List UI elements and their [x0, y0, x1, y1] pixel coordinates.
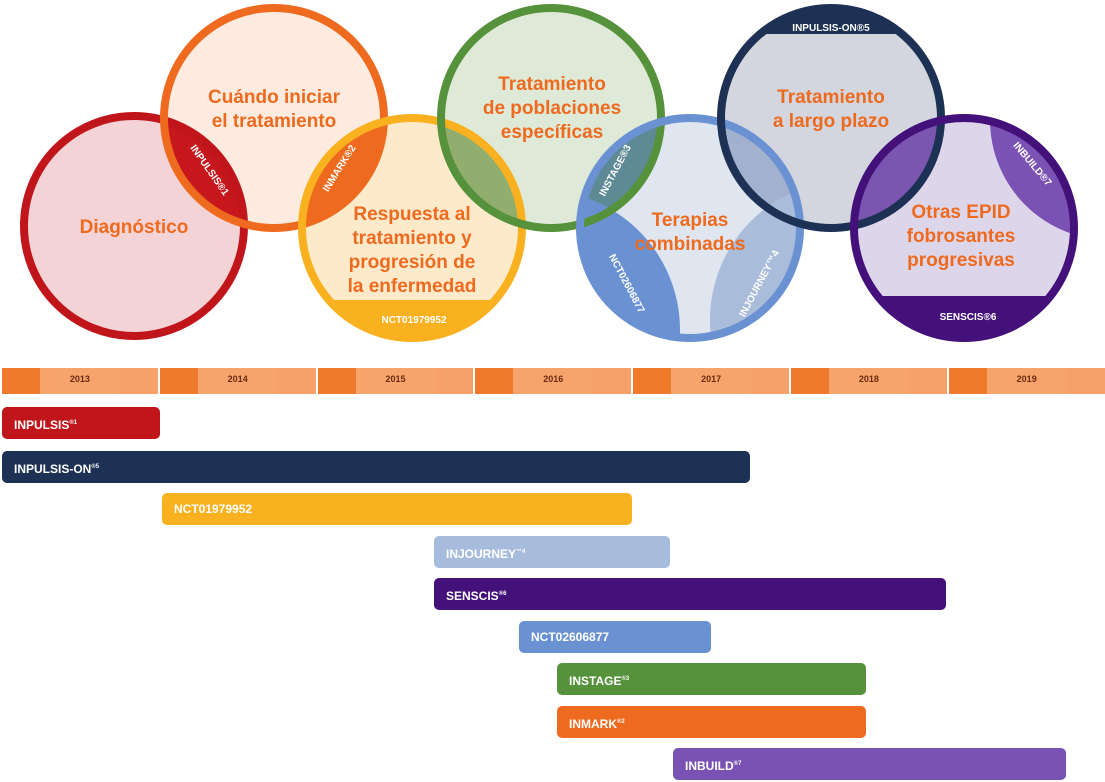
lens-inpulsis	[166, 116, 244, 226]
timeline-year-2018: 2018	[791, 368, 947, 394]
trial-bar-label: INPULSIS	[14, 418, 70, 432]
trial-bar-superscript: ™4	[516, 549, 526, 555]
circle-terapias-title-line: combinadas	[635, 234, 746, 255]
trial-bar-superscript: ®2	[617, 719, 625, 725]
cap-injourney	[710, 180, 798, 336]
circle-respuesta-title-line: progresión de	[349, 252, 476, 273]
timeline-year-2015: 2015	[317, 368, 474, 394]
timeline-segment	[751, 368, 789, 394]
circle-otras-title-line: fobrosantes	[907, 226, 1016, 247]
trial-bar-label: SENSCIS	[446, 589, 499, 603]
timeline-year-label: 2018	[858, 374, 879, 384]
circle-otras-title-line: Otras EPID	[911, 202, 1010, 223]
trial-bar-label: NCT02606877	[531, 630, 610, 644]
timeline-segment	[475, 368, 514, 394]
trial-bar-nct01979952: NCT01979952	[162, 493, 632, 525]
trial-bar-label: INPULSIS-ON	[14, 462, 92, 476]
trial-bar-label: INMARK	[569, 717, 617, 731]
timeline-segment	[829, 368, 909, 394]
trial-bar-inpulsis: INPULSIS®1	[2, 407, 160, 439]
circle-respuesta-title-line: la enfermedad	[348, 276, 477, 297]
circle-poblaciones-title-line: Tratamiento	[498, 74, 606, 95]
trial-bar-superscript: ®5	[91, 464, 100, 470]
lens-respuesta-poblaciones	[443, 118, 522, 226]
trial-bar-nct02606877: NCT02606877	[519, 621, 711, 653]
timeline-segment	[909, 368, 947, 394]
label-senscis: SENSCIS®6	[940, 312, 997, 323]
timeline-segment	[159, 368, 198, 394]
circle-largo-title-line: Tratamiento	[777, 87, 885, 108]
circle-respuesta-title-line: Respuesta al	[353, 204, 470, 225]
timeline-segment	[355, 368, 436, 394]
timeline-year-2019: 2019	[948, 368, 1105, 394]
timeline-segment	[948, 368, 987, 394]
timeline-segment	[40, 368, 120, 394]
timeline-segment	[633, 368, 672, 394]
circle-cuando-title-line: Cuándo iniciar	[208, 87, 341, 108]
timeline-year-label: 2017	[701, 374, 722, 384]
trial-bar-inpulsis-on: INPULSIS-ON®5	[2, 451, 750, 483]
circle-otras-title-line: progresivas	[907, 250, 1015, 271]
timeline-segment	[791, 368, 829, 394]
circle-poblaciones-title-line: específicas	[501, 122, 603, 143]
timeline-segment	[1066, 368, 1105, 394]
cap-nct02606877	[582, 190, 680, 336]
timeline-segment	[120, 368, 158, 394]
lens-instage	[580, 118, 659, 226]
label-inpulsis-on: INPULSIS-ON®5	[792, 23, 870, 34]
lens-terapias-largo	[723, 118, 800, 226]
timeline-segment	[2, 368, 40, 394]
timeline-segment	[986, 368, 1067, 394]
trial-bar-superscript: ®1	[69, 420, 78, 426]
trial-bar-superscript: ®3	[621, 676, 630, 682]
timeline-year-label: 2015	[385, 374, 406, 384]
circle-cuando-title-line: el tratamiento	[212, 111, 337, 132]
trial-bar-injourney: INJOURNEY™4	[434, 536, 670, 568]
trial-bar-label: INJOURNEY	[446, 547, 517, 561]
timeline-year-2017: 2017	[633, 368, 789, 394]
circle-terapias-ring	[576, 114, 804, 342]
trial-bar-inmark: INMARK®2	[557, 706, 866, 738]
circle-largo-title-line: a largo plazo	[773, 111, 889, 132]
timeline-year-label: 2019	[1016, 374, 1037, 384]
timeline-year-2013: 2013	[2, 368, 158, 394]
timeline-segment	[593, 368, 632, 394]
trial-bar-senscis: SENSCIS®6	[434, 578, 946, 610]
timeline-year-label: 2016	[543, 374, 564, 384]
timeline-segment	[671, 368, 752, 394]
circle-diagnostico-title-line: Diagnóstico	[80, 217, 189, 238]
timeline-year-label: 2014	[227, 374, 248, 384]
trial-bar-label: INBUILD	[685, 759, 734, 773]
cap-inbuild	[990, 120, 1072, 240]
trial-bar-superscript: ®7	[733, 761, 742, 767]
timeline-segment	[513, 368, 594, 394]
timeline-year-2014: 2014	[159, 368, 316, 394]
timeline-segment	[197, 368, 278, 394]
circle-poblaciones-title-line: de poblaciones	[483, 98, 621, 119]
trial-bar-label: NCT01979952	[174, 502, 253, 516]
timeline-year-label: 2013	[69, 374, 90, 384]
timeline-year-2016: 2016	[475, 368, 632, 394]
trial-bar-instage: INSTAGE®3	[557, 663, 866, 695]
trial-bar-superscript: ®6	[498, 591, 507, 597]
label-nct01979952: NCT01979952	[381, 315, 446, 326]
timeline-segment	[435, 368, 474, 394]
study-circles-diagram: Diagnóstico Cuándo iniciar el tratamientoR…	[20, 4, 1078, 342]
year-timeline: 2013 2014 2015 2016 2017 2018 2019	[0, 368, 1105, 394]
lens-inmark	[302, 118, 382, 226]
trial-bar-label: INSTAGE	[569, 674, 622, 688]
circle-terapias-title-line: Terapias	[652, 210, 729, 231]
lens-otras-largo	[854, 118, 939, 226]
circle-respuesta-title-line: tratamiento y	[352, 228, 472, 249]
timeline-segment	[317, 368, 356, 394]
timeline-segment	[277, 368, 316, 394]
trial-bar-inbuild: INBUILD®7	[673, 748, 1066, 780]
circle-otras-ring	[850, 114, 1078, 342]
